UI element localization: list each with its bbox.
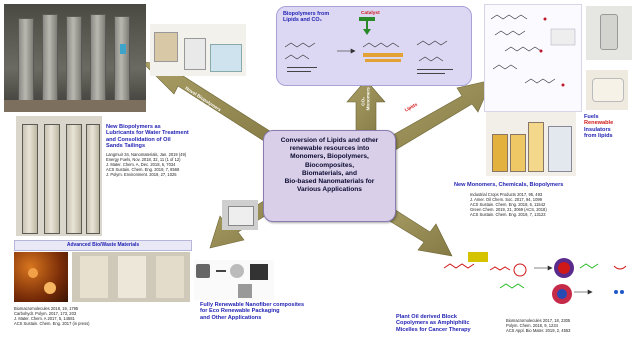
bottom-right-ref-1: Biomacromolecules 2017, 18, 2305	[506, 318, 571, 323]
right-ref-5: ACS Sustain. Chem. Eng. 2019, 7, 13123	[470, 212, 546, 217]
fuel-vials-photo	[486, 112, 576, 176]
arrow-up-label: CO₂ Monomers	[361, 87, 372, 111]
bottom-left-caption-line-3: and Other Applications	[200, 314, 262, 321]
right-ref-2: J. Amer. Oil Chem. Soc. 2017, 94, 1099	[470, 197, 542, 202]
hub-text: Conversion of Lipids and other renewable…	[268, 137, 391, 194]
beakers-photo	[150, 24, 246, 76]
left-title-line-2: Lubricants for Water Treatment	[106, 130, 189, 137]
reaction-scheme	[284, 17, 453, 74]
insulator-foam-photo	[586, 70, 628, 110]
bottom-right-ref-2: Polym. Chem. 2018, 9, 1234	[506, 323, 558, 328]
film-photo-small	[222, 200, 258, 230]
biopolymers-scheme-box: Biopolymers from Lipids and CO₂ Catalyst	[276, 6, 472, 86]
arrow-up-label-line-2: Monomers	[366, 87, 371, 111]
bottom-left-ref-4: ACS Sustain. Chem. Eng. 2017 (in press)	[14, 321, 90, 326]
bottom-right-caption: Plant Oil derived Block Copolymers as Am…	[396, 314, 506, 333]
hub-line-3: Monomers, Biopolymers,	[290, 153, 369, 161]
right-panel-refs: Industrial Crops Products 2017, 95, 493 …	[470, 192, 547, 217]
hub-line-6: Bio-based Nanomaterials for	[284, 178, 375, 186]
bottom-left-title: Advanced Bio/Waste Materials	[66, 242, 140, 248]
left-title-line-1: New Biopolymers as	[106, 124, 161, 130]
sem-micrograph-photo	[14, 252, 68, 302]
bottom-left-ref-1: Biomacromolecules 2018, 19, 1795	[14, 306, 79, 311]
bottom-left-refs: Biomacromolecules 2018, 19, 1795 Carbohy…	[14, 306, 90, 326]
bottom-left-caption-line-1: Fully Renewable Nanofiber composites	[200, 302, 305, 308]
right-panel-title: New Monomers, Chemicals, Biopolymers	[454, 182, 564, 188]
hub-line-2: renewable resources into	[289, 145, 370, 153]
micelle-scheme	[443, 252, 627, 304]
left-title-line-3: and Consolidation of Oil	[106, 136, 171, 143]
arrow-up-co2	[346, 79, 386, 135]
fuels-label-line-4: from lipids	[584, 133, 613, 140]
hub-line-4: Biocomposites,	[304, 161, 355, 169]
fuels-label-line-1: Fuels	[584, 114, 599, 120]
bottom-right-caption-line-2: Copolymers as Amphiphilic	[396, 320, 470, 327]
left-ref-5: J. Polym. Environment. 2019, 27, 1025	[106, 172, 177, 177]
bottom-left-ref-3: J. Mater. Chem. A 2017, 5, 14581	[14, 316, 75, 321]
bottom-right-caption-line-3: Micelles for Cancer Therapy	[396, 326, 471, 333]
fuels-label-line-3: Insulators	[584, 126, 611, 133]
bottom-left-caption: Fully Renewable Nanofiber composites for…	[200, 302, 320, 321]
bottom-right-caption-line-1: Plant Oil derived Block	[396, 314, 457, 320]
bottom-left-ref-2: Carbohydr. Polym. 2017, 173, 203	[14, 311, 77, 316]
bottom-left-title-bar: Advanced Bio/Waste Materials	[14, 240, 192, 251]
nanofiber-scheme	[194, 260, 274, 300]
arrow-upright-monomers	[383, 79, 493, 153]
scheme-title-line-2: Lipids and CO₂	[283, 17, 322, 24]
left-title-line-4: Sands Tailings	[106, 143, 146, 150]
lab-vial-photo	[586, 6, 632, 60]
left-ref-4: ACS Sustain. Chem. Eng. 2019, 7, 8569	[106, 167, 180, 172]
fuels-label-line-2: Renewable	[584, 120, 614, 127]
right-ref-4: Green Chem. 2019, 21, 3069 (ACS, 2018)	[470, 207, 547, 212]
settling-tubes-photo	[16, 116, 102, 236]
right-ref-1: Industrial Crops Products 2017, 95, 493	[470, 192, 543, 197]
left-panel-title: New Biopolymers as Lubricants for Water …	[106, 124, 226, 150]
left-ref-1: Langmuir 34, Nanomaterials, Jan. 2019 (4…	[106, 152, 187, 157]
scheme-title-line-1: Biopolymers from	[283, 11, 330, 17]
scheme-title: Biopolymers from Lipids and CO₂	[283, 11, 329, 23]
right-ref-3: ACS Sustain. Chem. Eng. 2018, 6, 11542	[470, 202, 546, 207]
bottom-right-refs: Biomacromolecules 2017, 18, 2305 Polym. …	[506, 318, 570, 333]
hub-line-1: Conversion of Lipids and other	[280, 137, 379, 144]
central-hub: Conversion of Lipids and other renewable…	[263, 130, 396, 222]
hub-line-5: Biomaterials, and	[302, 169, 357, 177]
fuels-label: Fuels Renewable Insulators from lipids	[584, 114, 634, 140]
left-ref-3: J. Mater. Chem. A, Dec. 2018, 6, 7034	[106, 162, 176, 167]
left-panel-refs: Langmuir 34, Nanomaterials, Jan. 2019 (4…	[106, 152, 186, 177]
translucent-films-photo	[72, 252, 190, 302]
bottom-right-ref-3: ACS Appl. Bio Mater. 2019, 2, 4553	[506, 328, 571, 333]
hub-line-7: Various Applications	[297, 186, 362, 194]
monomer-structures-figure	[484, 4, 582, 112]
bottom-left-caption-line-2: for Eco Renewable Packaging	[200, 308, 280, 315]
left-ref-2: Energy Fuels, Nov. 2018, 32, 11 (1 of 12…	[106, 157, 181, 162]
catalyst-label: Catalyst	[361, 11, 380, 16]
tailings-tubes-photo	[4, 4, 146, 112]
